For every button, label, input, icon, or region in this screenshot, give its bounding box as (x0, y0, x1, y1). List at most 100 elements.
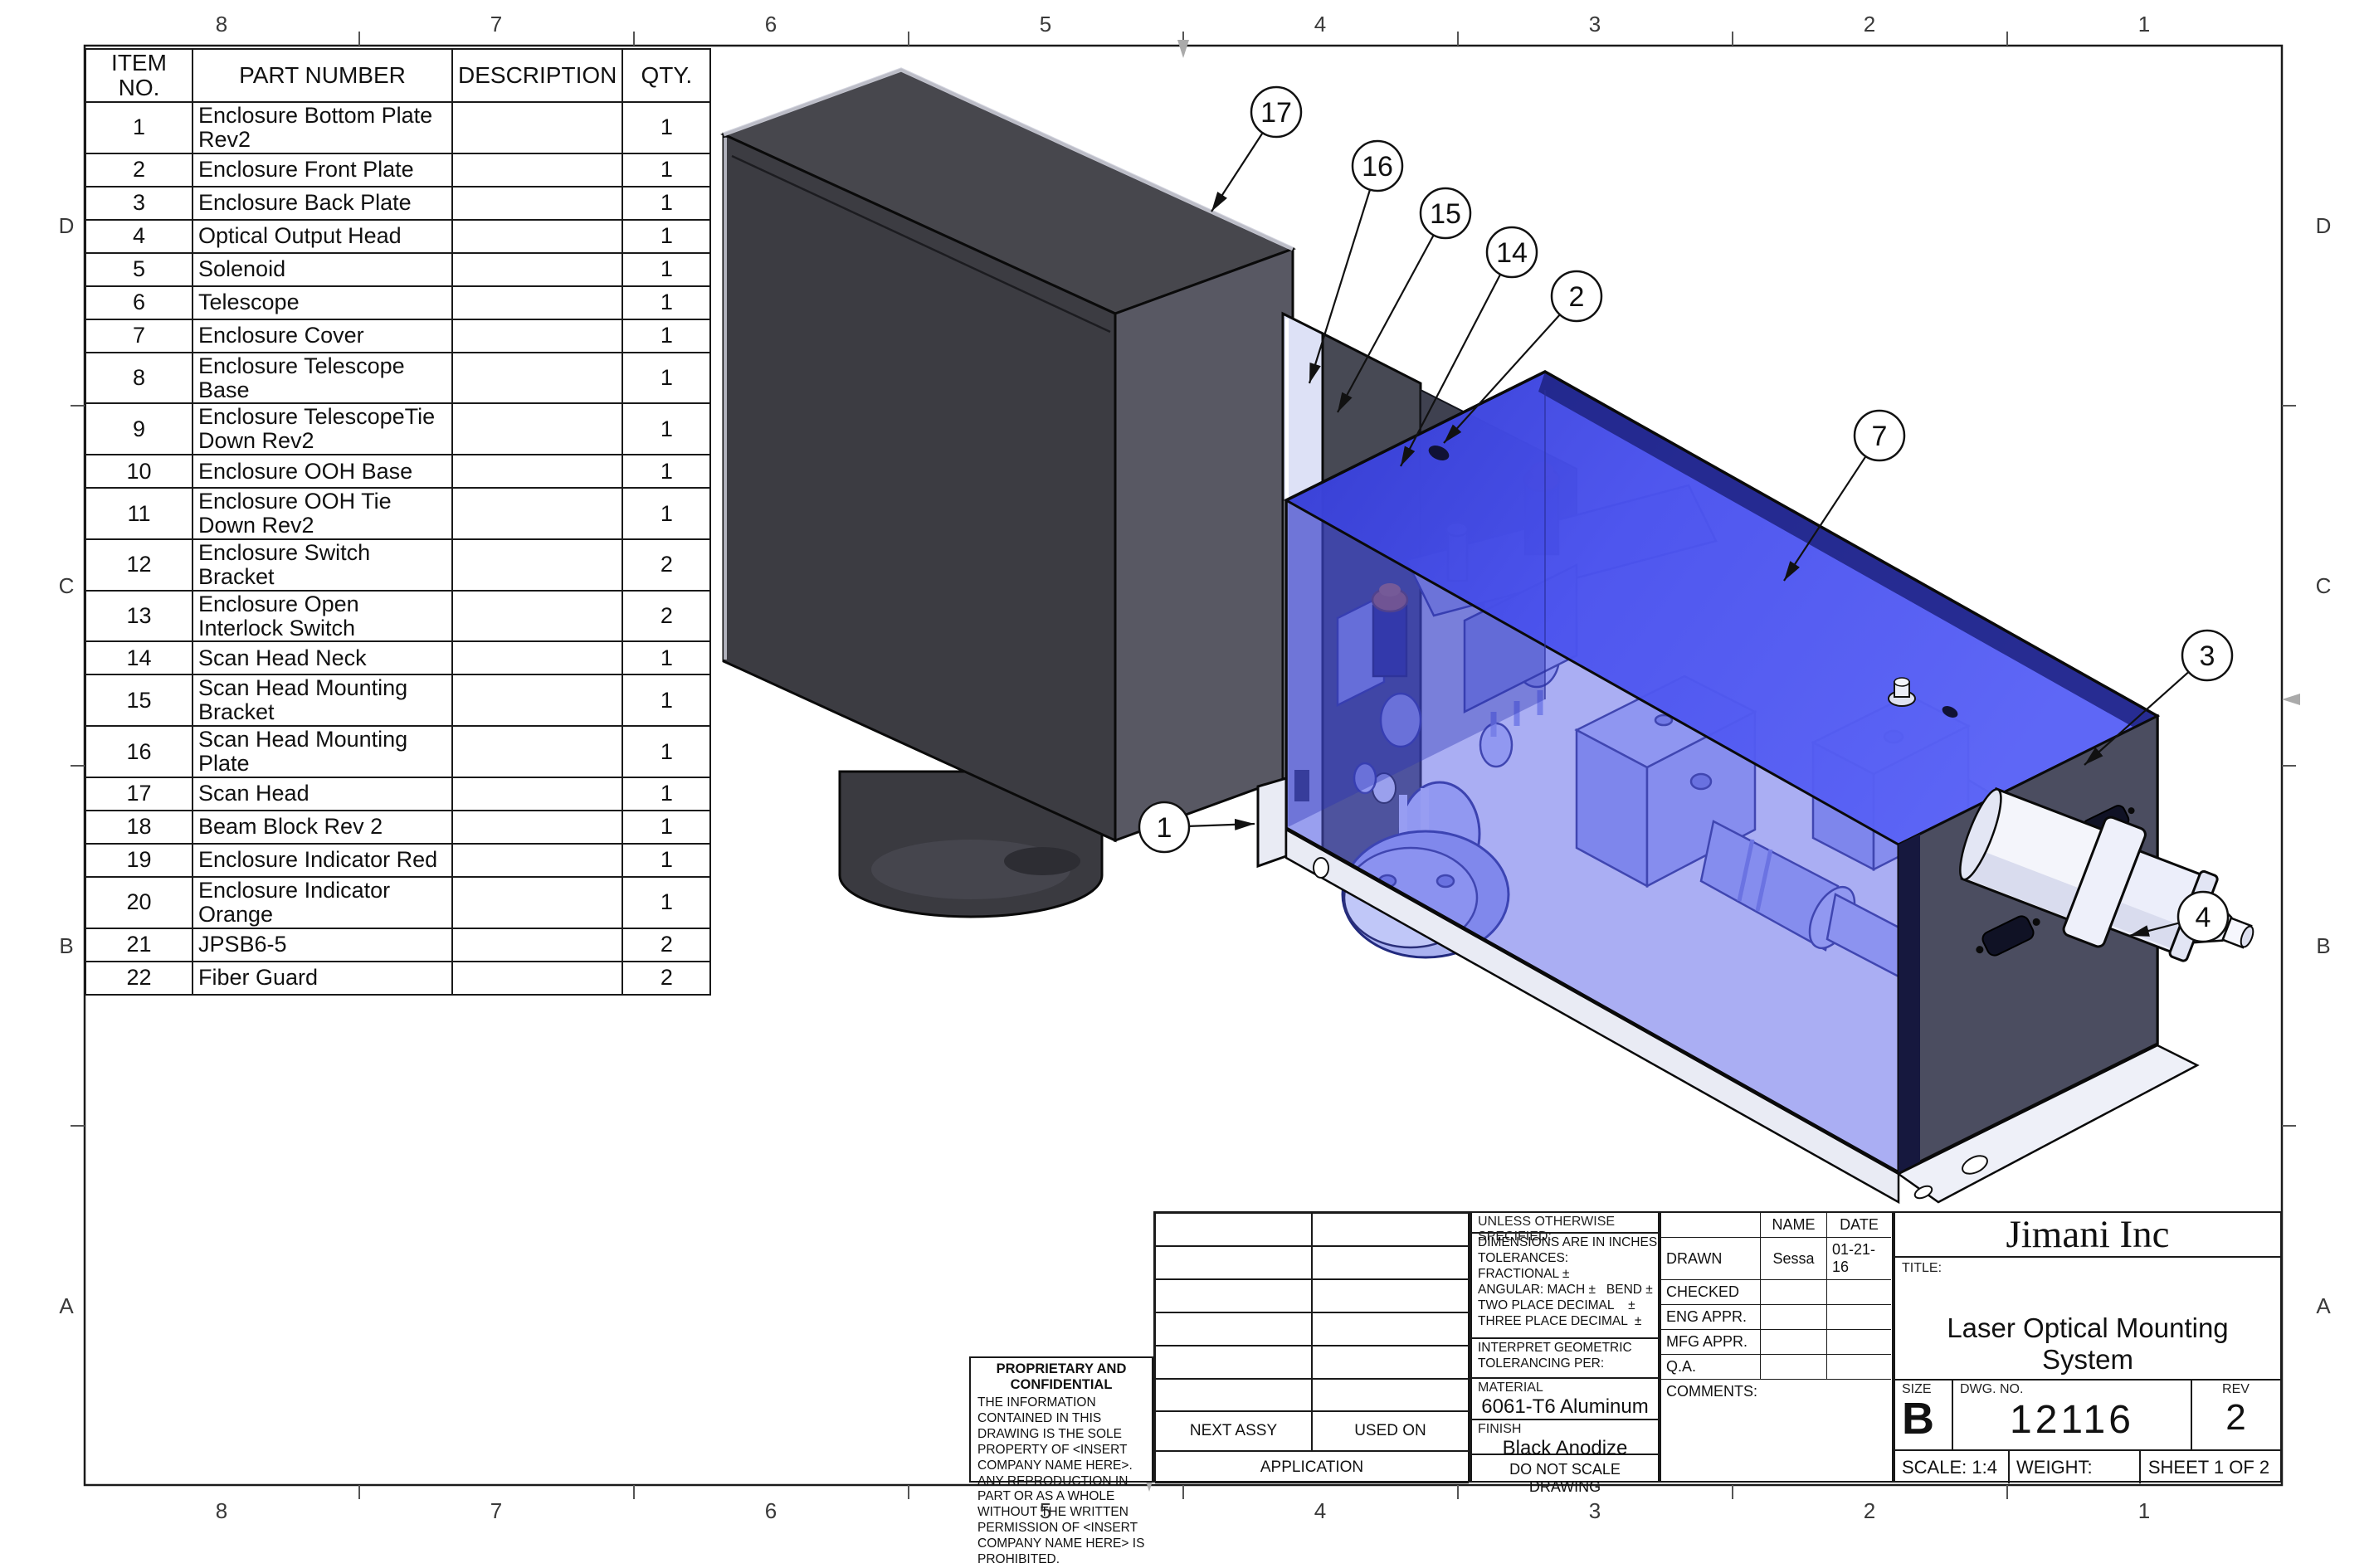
bom-part-number: Scan Head Neck (192, 640, 453, 676)
bom-qty: 1 (621, 842, 712, 878)
proprietary-note: PROPRIETARY AND CONFIDENTIAL THE INFORMA… (969, 1356, 1153, 1566)
bom-part-number: Enclosure Open Interlock Switch (192, 589, 453, 643)
material-label: MATERIAL (1478, 1381, 1543, 1395)
zone-label-bottom: 7 (490, 1498, 502, 1523)
bom-qty: 1 (621, 875, 712, 929)
bom-description (451, 454, 624, 489)
bom-item-no: 11 (85, 487, 193, 540)
zone-label-top: 1 (2138, 12, 2150, 37)
bom-description (451, 152, 624, 187)
balloon-leader (1400, 274, 1502, 467)
zone-label-top: 7 (490, 12, 502, 37)
balloon-leader (2128, 922, 2180, 937)
dwg-no-cell: DWG. NO. 12116 (1953, 1381, 2192, 1449)
bom-item-no: 14 (85, 640, 193, 676)
bom-description (451, 285, 624, 320)
balloon-number: 3 (2200, 640, 2215, 672)
zone-label-top: 6 (765, 12, 777, 37)
bom-part-number: Optical Output Head (192, 218, 453, 254)
bom-part-number: Enclosure Switch Bracket (192, 538, 453, 592)
tolerance-line: TOLERANCES: (1478, 1250, 1569, 1265)
bom-description (451, 809, 624, 845)
rev-cell (1155, 1346, 1312, 1379)
rev-cell (1312, 1379, 1469, 1411)
proprietary-title: PROPRIETARY AND CONFIDENTIAL (996, 1361, 1127, 1392)
zone-label-bottom: 3 (1589, 1498, 1601, 1523)
bom-item-no: 2 (85, 152, 193, 187)
zone-label-top: 4 (1314, 12, 1326, 37)
approvals-corner (1661, 1213, 1761, 1238)
bom-description (451, 725, 624, 778)
bom-description (451, 640, 624, 676)
approval-name (1761, 1355, 1827, 1380)
enclosure-bottom-plate (1256, 776, 2200, 1205)
size-dwg-rev-row: SIZE B DWG. NO. 12116 REV 2 (1895, 1381, 2280, 1451)
zone-label-left: C (59, 573, 75, 598)
balloon-circle (1351, 139, 1404, 192)
bom-part-number: Scan Head (192, 776, 453, 811)
company-name: Jimani Inc (1895, 1213, 2280, 1258)
rev-cell (1312, 1213, 1469, 1246)
size-label: SIZE (1902, 1382, 1932, 1396)
bom-qty: 1 (621, 351, 712, 405)
bom-column-header: DESCRIPTION (451, 48, 624, 103)
bom-item-no: 3 (85, 185, 193, 221)
balloon-circle (2176, 890, 2230, 943)
bom-item-no: 12 (85, 538, 193, 592)
bom-description (451, 251, 624, 287)
balloon-number: 7 (1872, 421, 1888, 452)
bom-item-no: 19 (85, 842, 193, 878)
bom-item-no: 20 (85, 875, 193, 929)
balloon-4: 4 (2128, 890, 2230, 943)
approval-name (1761, 1280, 1827, 1305)
size-value: B (1902, 1394, 1934, 1444)
bom-item-no: 8 (85, 351, 193, 405)
bom-item-no: 22 (85, 960, 193, 996)
application-cell: APPLICATION (1155, 1451, 1469, 1483)
balloon-1: 1 (1138, 801, 1255, 854)
bom-description (451, 100, 624, 154)
bom-qty: 1 (621, 152, 712, 187)
approval-role: ENG APPR. (1661, 1305, 1761, 1330)
zone-label-top: 2 (1864, 12, 1875, 37)
balloon-leader (1188, 818, 1255, 830)
balloon-circle (1853, 409, 1906, 462)
scale-cell: SCALE: 1:4 (1895, 1451, 2010, 1483)
weight-cell: WEIGHT: (2010, 1451, 2141, 1483)
bom-description (451, 589, 624, 643)
zone-label-bottom: 6 (765, 1498, 777, 1523)
bom-qty: 1 (621, 674, 712, 728)
bom-part-number: Enclosure Telescope Base (192, 351, 453, 405)
specifications-block: UNLESS OTHERWISE SPECIFIED: DIMENSIONS A… (1470, 1211, 1660, 1495)
bom-qty: 1 (621, 318, 712, 353)
rev-cell (1155, 1213, 1312, 1246)
dwg-no-value: 12116 (2010, 1398, 2134, 1442)
balloon-leader (1783, 455, 1867, 582)
bom-item-no: 21 (85, 927, 193, 962)
rev-cell (1155, 1246, 1312, 1279)
bom-part-number: Beam Block Rev 2 (192, 809, 453, 845)
date-header: DATE (1827, 1213, 1891, 1238)
tolerance-line: DIMENSIONS ARE IN INCHES (1478, 1235, 1658, 1249)
bom-description (451, 318, 624, 353)
bom-qty: 1 (621, 185, 712, 221)
bom-description (451, 185, 624, 221)
zone-label-right: D (2316, 213, 2332, 238)
bom-item-no: 16 (85, 725, 193, 778)
bom-description (451, 402, 624, 456)
approval-role: CHECKED (1661, 1280, 1761, 1305)
dwg-no-label: DWG. NO. (1960, 1382, 2024, 1396)
rev-value: 2 (2225, 1397, 2246, 1438)
bom-qty: 1 (621, 640, 712, 676)
